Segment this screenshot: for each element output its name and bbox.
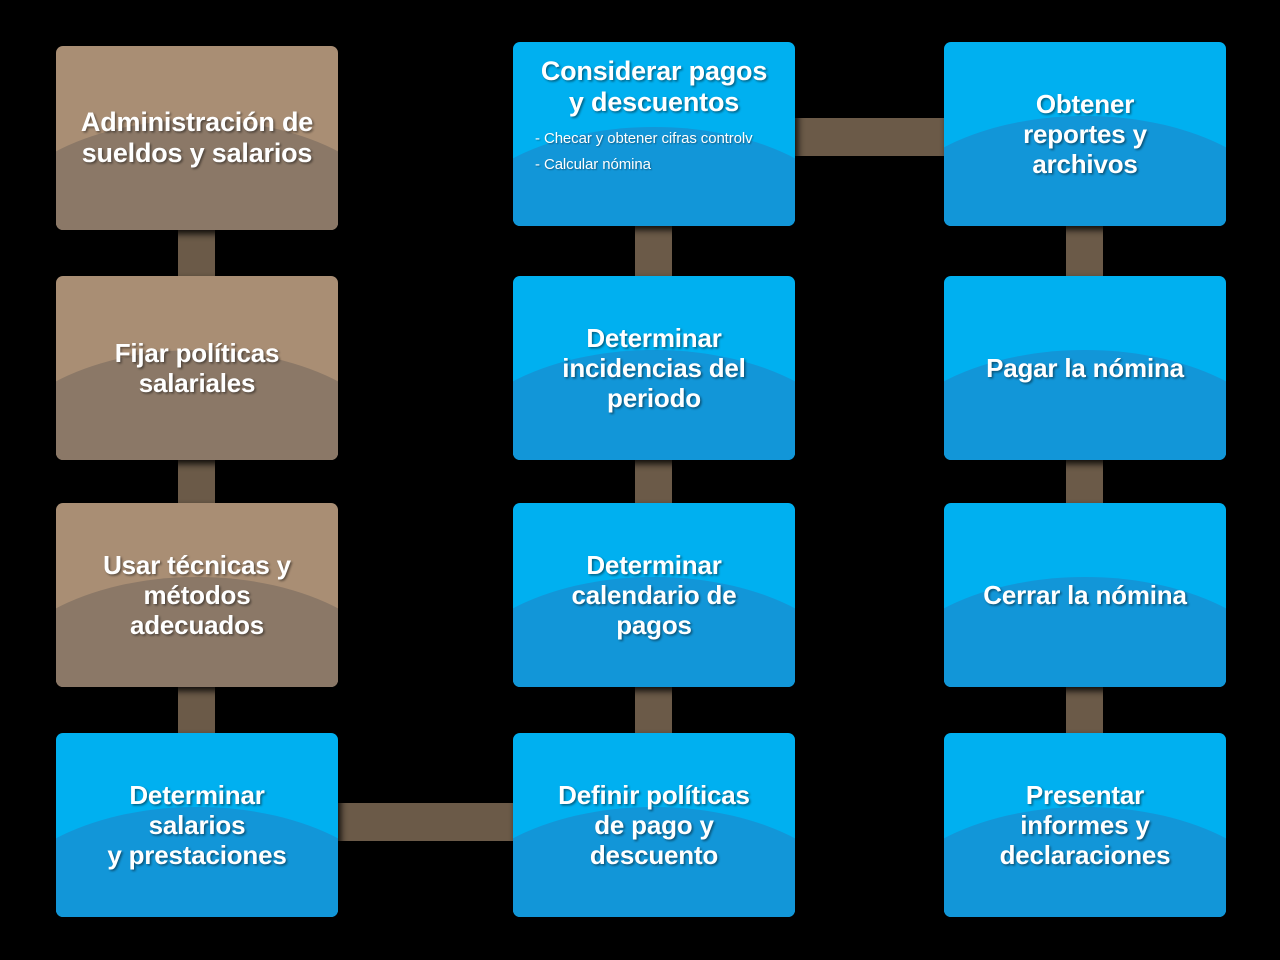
node-content: Cerrar la nómina	[958, 580, 1212, 610]
connector-col1-row1-row2	[178, 222, 215, 284]
connector-col3-row1-row2	[1066, 222, 1103, 284]
node-content: Definir políticas de pago y descuento	[527, 780, 781, 870]
node-title: Considerar pagos y descuentos	[540, 56, 768, 118]
node-title: Determinar salarios y prestaciones	[107, 779, 287, 871]
node-content: Fijar políticas salariales	[70, 338, 324, 398]
node-content: Obtener reportes y archivos	[958, 89, 1212, 179]
connector-col2-row1-row2	[635, 222, 672, 284]
node-title: Definir políticas de pago y descuento	[558, 779, 750, 871]
node-title: Usar técnicas y métodos adecuados	[103, 549, 291, 641]
connector-col2-row3-row4	[635, 678, 672, 740]
node-obtener-reportes[interactable]: Obtener reportes y archivos	[944, 42, 1226, 226]
node-content: Usar técnicas y métodos adecuados	[70, 550, 324, 640]
node-title: Administración de sueldos y salarios	[80, 106, 314, 168]
connector-row4-col1-col2	[330, 803, 530, 841]
node-determinar-calendario[interactable]: Determinar calendario de pagos	[513, 503, 795, 687]
node-subitem: - Calcular nómina	[535, 155, 651, 173]
node-subitem: - Checar y obtener cifras controlv	[535, 129, 753, 147]
node-presentar-informes[interactable]: Presentar informes y declaraciones	[944, 733, 1226, 917]
node-determinar-salarios[interactable]: Determinar salarios y prestaciones	[56, 733, 338, 917]
node-definir-politicas-pago[interactable]: Definir políticas de pago y descuento	[513, 733, 795, 917]
node-title: Fijar políticas salariales	[114, 337, 280, 398]
node-content: Determinar calendario de pagos	[527, 550, 781, 640]
node-title: Cerrar la nómina	[983, 579, 1187, 610]
connector-col1-row3-row4	[178, 678, 215, 740]
node-usar-tecnicas[interactable]: Usar técnicas y métodos adecuados	[56, 503, 338, 687]
node-fijar-politicas[interactable]: Fijar políticas salariales	[56, 276, 338, 460]
node-title: Determinar calendario de pagos	[571, 549, 737, 641]
node-content: Presentar informes y declaraciones	[958, 780, 1212, 870]
node-content: Determinar salarios y prestaciones	[70, 780, 324, 870]
node-determinar-incidencias[interactable]: Determinar incidencias del periodo	[513, 276, 795, 460]
node-cerrar-nomina[interactable]: Cerrar la nómina	[944, 503, 1226, 687]
node-title: Obtener reportes y archivos	[1023, 88, 1147, 180]
connector-col3-row3-row4	[1066, 678, 1103, 740]
node-title: Determinar incidencias del periodo	[562, 322, 746, 414]
node-content: Determinar incidencias del periodo	[527, 323, 781, 413]
node-content: Administración de sueldos y salarios	[70, 107, 324, 170]
node-title: Pagar la nómina	[986, 352, 1184, 383]
node-considerar-pagos[interactable]: Considerar pagos y descuentos - Checar y…	[513, 42, 795, 226]
node-title: Presentar informes y declaraciones	[999, 779, 1171, 871]
node-content: Considerar pagos y descuentos - Checar y…	[527, 56, 781, 173]
node-subitem-list: - Checar y obtener cifras controlv - Cal…	[527, 130, 781, 174]
node-content: Pagar la nómina	[958, 353, 1212, 383]
node-admin-sueldos[interactable]: Administración de sueldos y salarios	[56, 46, 338, 230]
connector-row1-col2-col3	[790, 118, 965, 156]
node-pagar-nomina[interactable]: Pagar la nómina	[944, 276, 1226, 460]
